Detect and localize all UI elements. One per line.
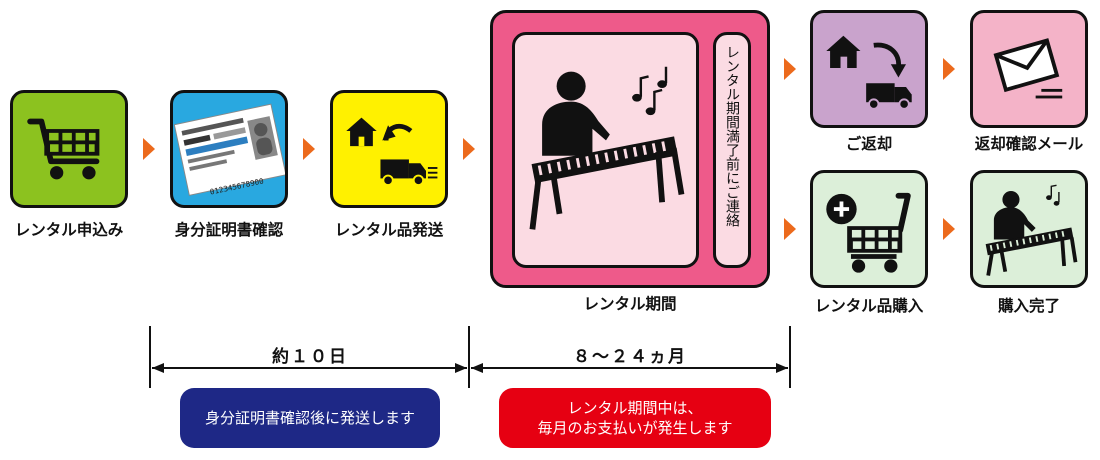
mail-icon xyxy=(993,38,1063,99)
tile-return xyxy=(810,10,928,128)
label-return-mail: 返却確認メール xyxy=(974,135,1084,153)
tile-return-mail xyxy=(970,10,1088,128)
arrowhead-right xyxy=(455,363,467,373)
duration-rental: ８～２４ヵ月 xyxy=(573,347,687,367)
flow-arrow-1 xyxy=(143,138,155,160)
flow-arrow-return xyxy=(784,58,796,80)
label-ship: レンタル品発送 xyxy=(334,221,444,239)
tile-purchase xyxy=(810,170,928,288)
arrowhead-right xyxy=(776,363,788,373)
flow-arrow-mail xyxy=(943,58,955,80)
payment-note-line2: 毎月のお支払いが発生します xyxy=(537,419,733,437)
payment-note-line1: レンタル期間中は、 xyxy=(567,399,703,417)
flow-arrow-purchase-done xyxy=(943,218,955,240)
add-cart-icon xyxy=(826,192,911,273)
music-notes-icon xyxy=(632,66,668,116)
flow-arrow-2 xyxy=(303,138,315,160)
label-purchase: レンタル品購入 xyxy=(814,297,924,315)
ship-note-pill: 身分証明書確認後に発送します xyxy=(180,388,440,448)
return-house-truck-icon xyxy=(826,35,912,110)
duration-lines xyxy=(149,326,791,388)
label-period: レンタル期間 xyxy=(583,295,677,313)
payment-note-pill: レンタル期間中は、 毎月のお支払いが発生します xyxy=(499,388,771,448)
tile-purchase-done xyxy=(970,170,1088,288)
label-apply: レンタル申込み xyxy=(14,221,124,239)
house-truck-icon xyxy=(346,117,438,187)
ship-note-text: 身分証明書確認後に発送します xyxy=(204,409,415,427)
tile-ship xyxy=(330,90,448,208)
tile-apply xyxy=(10,90,128,208)
tile-id-check: 012345678900 xyxy=(170,90,288,208)
label-id-check: 身分証明書確認 xyxy=(174,221,284,239)
rental-period-illustration xyxy=(512,32,699,268)
arrowhead-left xyxy=(471,363,483,373)
flow-arrow-purchase xyxy=(784,218,796,240)
arrowhead-left xyxy=(152,363,164,373)
id-card-icon: 012345678900 xyxy=(173,103,285,197)
flow-arrow-3 xyxy=(463,138,475,160)
player-small-icon xyxy=(985,184,1078,276)
period-contact-box: レンタル期間満了前にご連絡 xyxy=(713,32,751,268)
label-purchase-done: 購入完了 xyxy=(997,297,1060,315)
cart-icon xyxy=(27,118,100,180)
label-return: ご返却 xyxy=(845,135,893,153)
keyboard-player-icon xyxy=(529,66,685,230)
period-contact-text: レンタル期間満了前にご連絡 xyxy=(724,45,740,227)
duration-ship: 約１０日 xyxy=(272,347,348,367)
rental-period-block: レンタル期間満了前にご連絡 xyxy=(490,10,770,288)
